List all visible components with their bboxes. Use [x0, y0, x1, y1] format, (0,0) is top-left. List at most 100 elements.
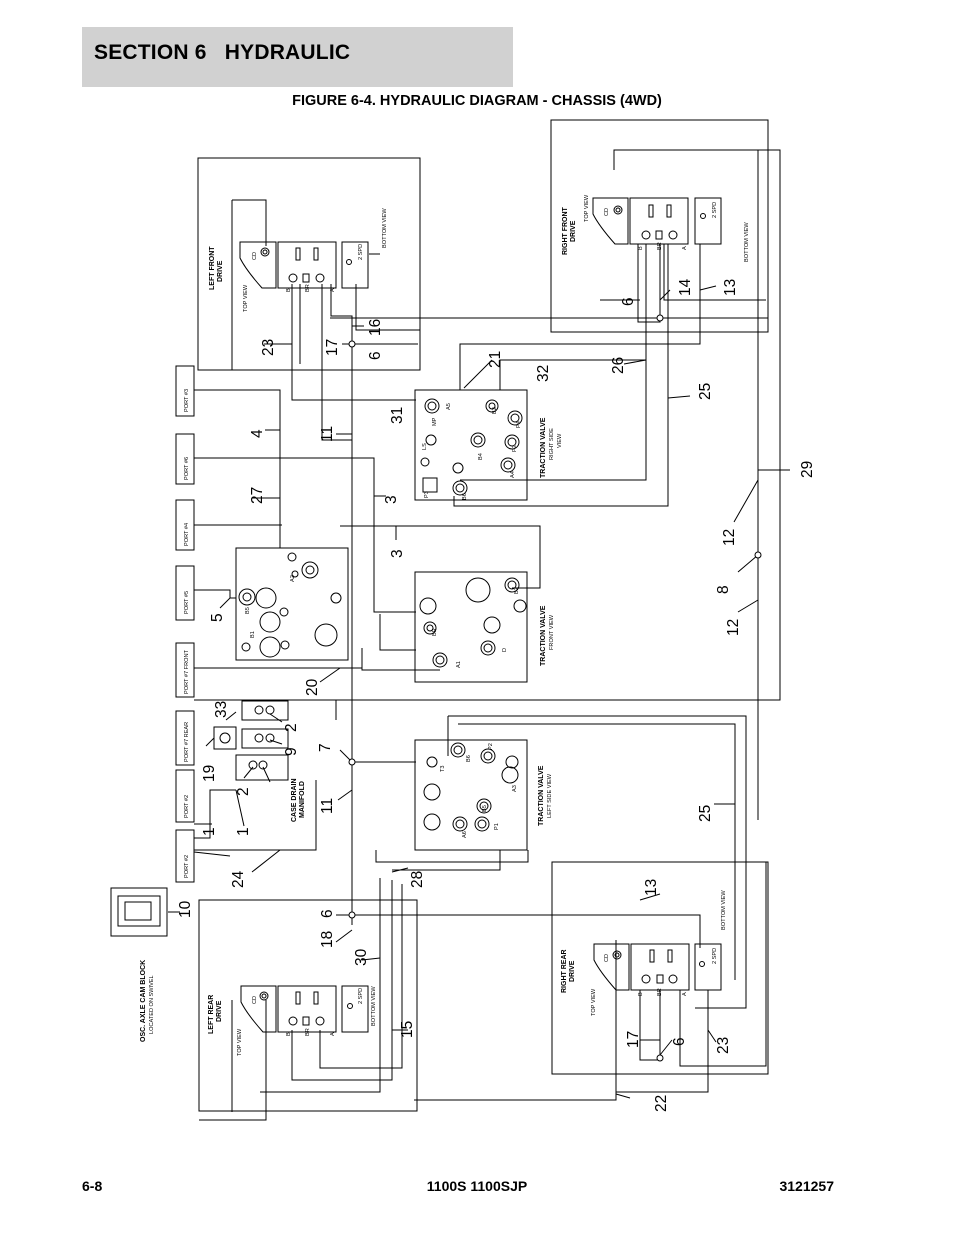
port-label-left-b6: B6 — [466, 755, 472, 762]
left-rear-top-view: TOP VIEW — [237, 1028, 243, 1056]
case-drain-manifold-mid — [241, 728, 289, 749]
callout-7: 7 — [317, 743, 334, 752]
rr-port-a: A — [682, 992, 688, 996]
lr-port-b: B — [286, 1032, 292, 1036]
rf-port-2spd: 2 SPD — [712, 202, 718, 218]
port-label-b5-upper: B5 — [245, 607, 251, 614]
rf-port-cd: CD — [604, 208, 610, 216]
lf-port-cd: CD — [252, 252, 258, 260]
port-label-t3: T3 — [440, 765, 446, 772]
traction-valve-right-side-title: TRACTION VALVE — [540, 417, 547, 478]
left-front-drive-title-2: DRIVE — [217, 260, 224, 282]
port-label-mp: MP — [432, 417, 438, 426]
right-front-drive-title-2: DRIVE — [570, 220, 577, 242]
callout-26: 26 — [610, 357, 627, 374]
callout-15: 15 — [399, 1021, 416, 1038]
footer-doc-number: 3121257 — [779, 1178, 834, 1194]
port-label-b4: B4 — [478, 453, 484, 460]
callout-16-lf: 16 — [367, 319, 384, 336]
port-label-left-p2: P2 — [488, 743, 494, 750]
left-rear-drive-components — [240, 985, 369, 1033]
callout-3-a: 3 — [383, 495, 400, 504]
rr-port-2spd: 2 SPD — [712, 948, 718, 964]
callout-29: 29 — [799, 461, 816, 478]
port-label-p3: P3 — [424, 491, 430, 498]
callout-23-rr: 23 — [715, 1037, 732, 1054]
port-label-ls: LS — [422, 443, 428, 450]
rr-port-b: B — [638, 992, 644, 996]
callout-22: 22 — [653, 1095, 670, 1112]
left-front-drive-components — [239, 241, 369, 289]
callout-leaders — [168, 285, 790, 1099]
port-7-rear-fitting — [213, 726, 237, 750]
traction-valve-left-side-title: TRACTION VALVE — [538, 765, 545, 826]
traction-valve-front-body — [414, 571, 528, 683]
right-rear-drive-box — [551, 861, 769, 1075]
osc-axle-cam-block-label: OSC. AXLE CAM BLOCK — [140, 960, 147, 1042]
rr-port-cd: CD — [604, 954, 610, 962]
callout-6-rr: 6 — [671, 1037, 688, 1046]
port-label-b1: B1 — [250, 631, 256, 638]
callout-8: 8 — [715, 585, 732, 594]
lr-port-br: BR — [305, 1028, 311, 1036]
left-rear-bottom-view: BOTTOM VIEW — [371, 986, 377, 1026]
swivel-port-label-7-front: PORT #7 FRONT — [184, 649, 190, 694]
swivel-port-label-3: PORT #3 — [184, 389, 190, 412]
port-label-b5: B5 — [482, 805, 488, 812]
left-rear-drive-box — [198, 899, 418, 1112]
callout-17-rr: 17 — [625, 1031, 642, 1048]
lf-port-b: B — [286, 288, 292, 292]
callout-18: 18 — [319, 931, 336, 948]
left-front-bottom-view: BOTTOM VIEW — [382, 208, 388, 248]
swivel-port-label-5: PORT #5 — [184, 591, 190, 614]
right-rear-drive-title-2: DRIVE — [569, 960, 576, 982]
case-drain-manifold-label-2: MANIFOLD — [299, 781, 306, 818]
callout-6-rf: 6 — [620, 297, 637, 306]
case-drain-manifold-low — [235, 754, 289, 781]
port-label-a2: A2 — [290, 575, 296, 582]
callout-13-rf: 13 — [722, 279, 739, 296]
left-rear-drive-title-2: DRIVE — [216, 1000, 223, 1022]
callout-23-lf: 23 — [260, 339, 277, 356]
callout-28: 28 — [409, 871, 426, 888]
callout-2-lower: 2 — [235, 787, 252, 796]
section-header-bar: SECTION 6 HYDRAULIC — [82, 27, 513, 87]
lr-port-cd: CD — [252, 996, 258, 1004]
callout-10: 10 — [177, 900, 194, 918]
swivel-port-label-2b: PORT #2 — [184, 855, 190, 878]
callout-20: 20 — [304, 678, 321, 696]
right-rear-bottom-view: BOTTOM VIEW — [721, 890, 727, 930]
callout-12-b: 12 — [725, 619, 742, 636]
junction-dots — [348, 314, 762, 1062]
swivel-port-label-4: PORT #4 — [184, 523, 190, 546]
right-front-top-view: TOP VIEW — [584, 194, 590, 222]
rf-port-a: A — [682, 246, 688, 250]
port-label-a4: A4 — [510, 471, 516, 478]
callout-19: 19 — [201, 765, 218, 782]
port-label-a6: A6 — [462, 831, 468, 838]
upper-valve-block-body — [235, 547, 349, 661]
callout-24: 24 — [230, 870, 247, 888]
left-front-top-view: TOP VIEW — [243, 284, 249, 312]
lf-port-br: BR — [305, 284, 311, 292]
swivel-port-label-7-rear: PORT #7 REAR — [184, 722, 190, 762]
callout-11-lower: 11 — [319, 798, 336, 814]
right-front-drive-title: RIGHT FRONT — [562, 206, 569, 255]
callout-1-b: 1 — [235, 827, 252, 836]
callout-21: 21 — [487, 351, 504, 368]
port-label-p4: P4 — [516, 421, 522, 428]
callout-5: 5 — [209, 613, 226, 622]
right-rear-top-view: TOP VIEW — [591, 988, 597, 1016]
port-label-front-br: BR — [432, 628, 438, 636]
section-title: SECTION 6 HYDRAULIC — [94, 41, 351, 64]
right-front-drive-box — [550, 119, 769, 333]
figure-title: FIGURE 6-4. HYDRAULIC DIAGRAM - CHASSIS … — [292, 93, 662, 109]
callout-2-upper: 2 — [283, 723, 300, 732]
port-label-b6: B6 — [462, 493, 468, 500]
rf-port-br: BR — [657, 242, 663, 250]
swivel-port-label-6: PORT #6 — [184, 457, 190, 480]
right-rear-drive-title: RIGHT REAR — [561, 949, 568, 993]
right-front-bottom-view: BOTTOM VIEW — [744, 222, 750, 262]
callout-31: 31 — [389, 407, 406, 424]
